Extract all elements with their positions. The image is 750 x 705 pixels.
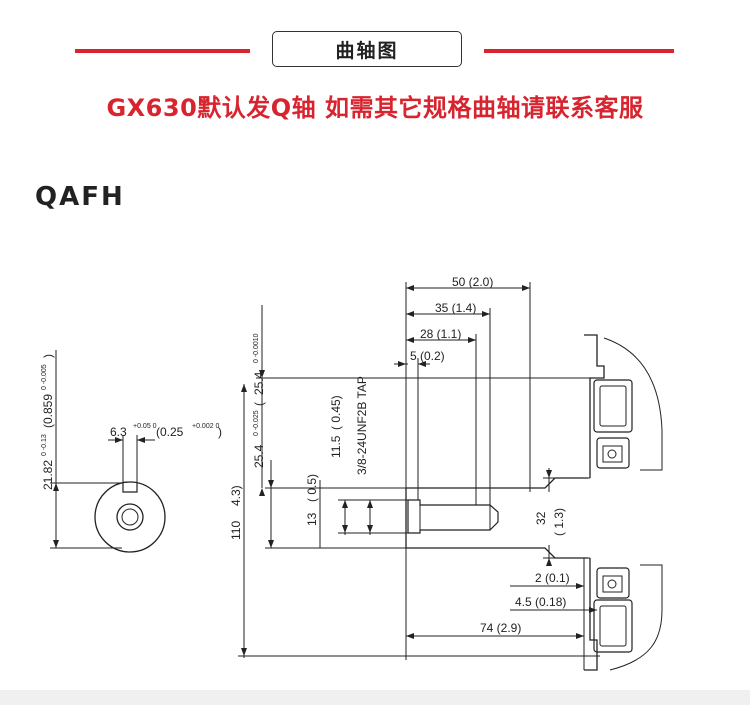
dim-25-4-a-tol: 0 -0.0010 [253, 333, 260, 363]
page-subtitle: GX630默认发Q轴 如需其它规格曲轴请联系客服 [106, 94, 644, 122]
dim-11-5-in: ( 0.45) [329, 395, 343, 430]
dim-key-width-in-close: ) [218, 425, 222, 439]
housing [584, 334, 605, 478]
dim-28: 28 (1.1) [420, 327, 461, 341]
bearing-lower [593, 599, 633, 653]
header-rule-right [484, 49, 674, 53]
dim-key-width-in-tol: +0.002 0 [192, 423, 220, 430]
dim-110-in: 4.3) [229, 485, 243, 506]
threaded-stud [407, 499, 499, 534]
bearing-upper [593, 379, 633, 433]
dim-21-82: 21.82 [41, 460, 55, 490]
section-title: 曲轴图 [272, 31, 462, 67]
oil-seal-upper [596, 437, 630, 469]
dim-11-5: 11.5 [329, 435, 343, 458]
dim-32: 32 [534, 511, 548, 525]
dim-13: 13 [305, 512, 319, 526]
dim-25-4-b-tol: 0 -0.025 [253, 410, 260, 436]
dim-21-82-tol: 0 -0.13 [41, 434, 48, 456]
dim-tap: 3/8-24UNF2B TAP [355, 376, 369, 475]
dim-50: 50 (2.0) [452, 275, 493, 289]
dim-2: 2 (0.1) [535, 571, 570, 585]
dim-13-in: ( 0.5) [305, 474, 319, 502]
dim-key-width-tol: +0.05 0 [133, 423, 157, 430]
dim-25-4-a: 25.4 [252, 371, 266, 395]
dim-35: 35 (1.4) [435, 301, 476, 315]
shaft-end-bore [116, 503, 144, 531]
dim-5: 5 (0.2) [410, 349, 445, 363]
dim-21-82-in-tol: 0 -0.005 [41, 364, 48, 390]
dim-key-width-in: (0.25 [156, 425, 184, 439]
dim-21-82-in-close: ) [41, 354, 55, 358]
dim-21-82-in: (0.859 [41, 394, 55, 428]
oil-seal-lower [596, 567, 630, 599]
shaft-body [406, 477, 588, 489]
footer-band [0, 690, 750, 705]
shaft-end-outer [94, 481, 166, 553]
dim-110: 110 [229, 521, 243, 540]
dim-25-4-b-paren: ( [252, 402, 266, 406]
dim-25-4-b: 25.4 [252, 444, 266, 468]
dim-key-width: 6.3 [110, 425, 127, 439]
header-rule-left [75, 49, 250, 53]
dim-32-in: ( 1.3) [552, 508, 566, 536]
model-label: QAFH [35, 182, 125, 212]
dim-74: 74 (2.9) [480, 621, 521, 635]
dim-4-5: 4.5 (0.18) [515, 595, 566, 609]
keyway [122, 483, 138, 493]
